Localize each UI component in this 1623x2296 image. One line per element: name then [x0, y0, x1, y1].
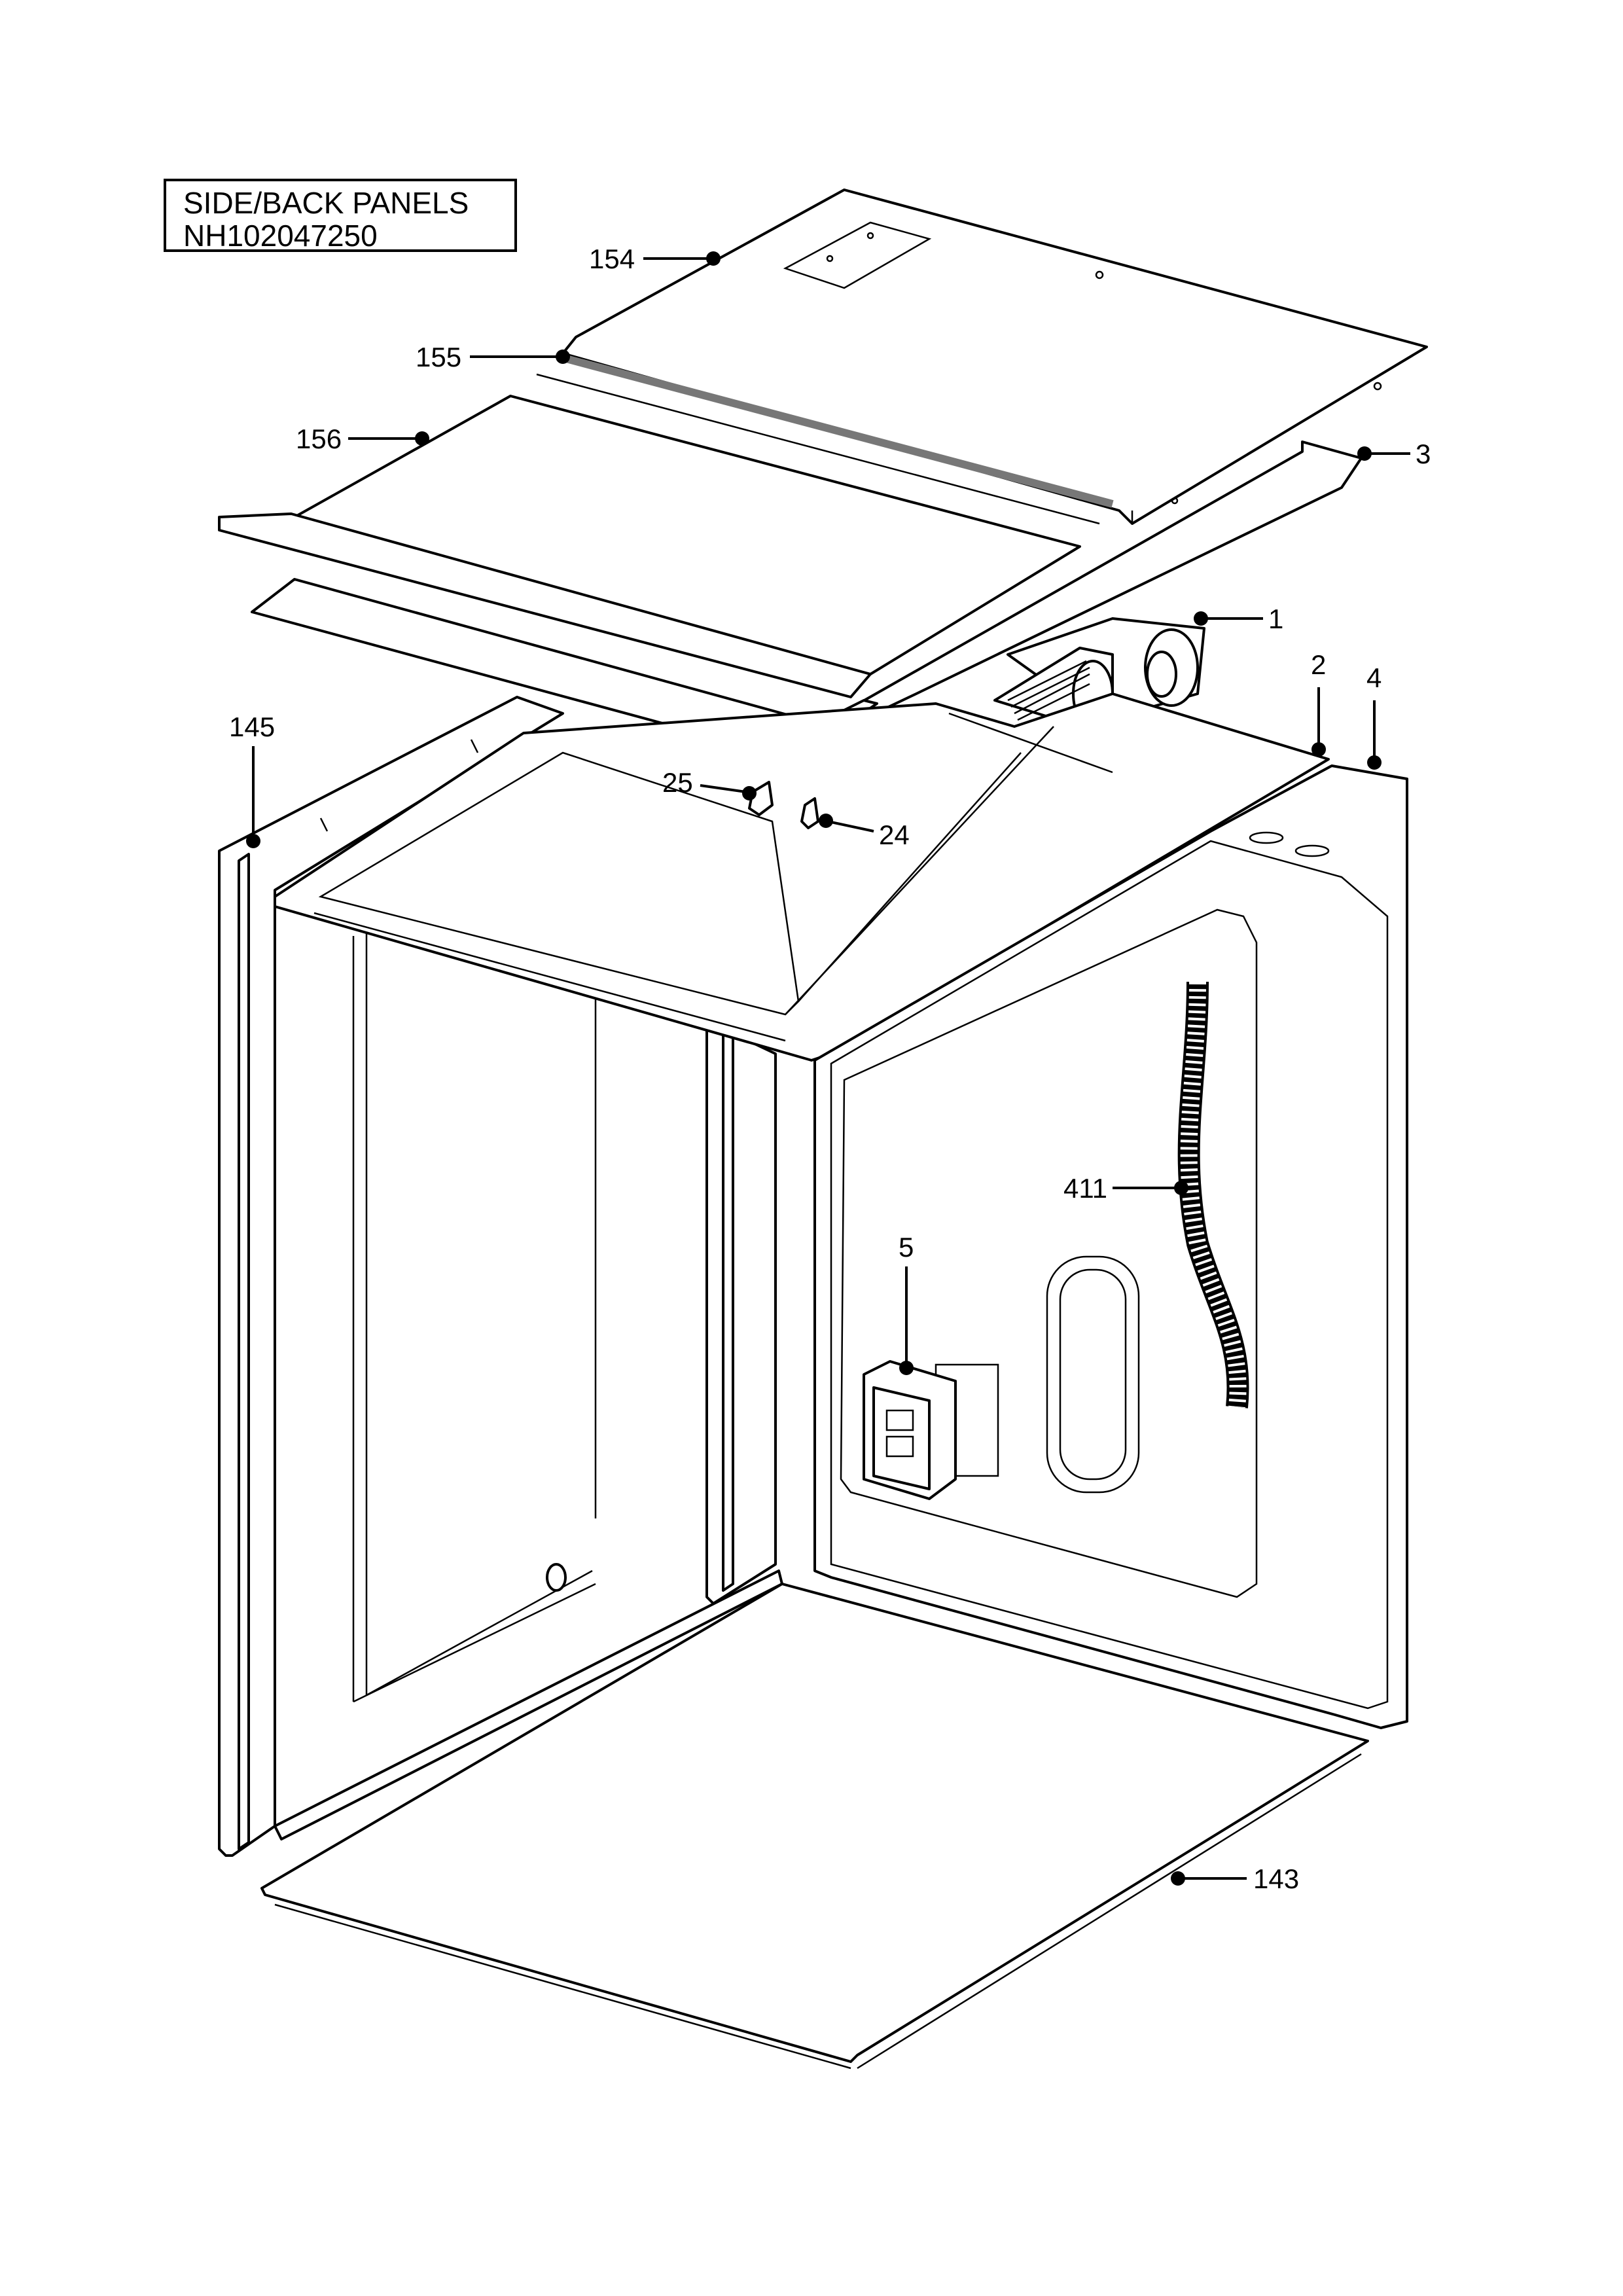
clip-24: [800, 797, 819, 829]
callout-2: 2: [1311, 649, 1326, 680]
seal-strip: [536, 355, 1114, 525]
front-top-panel: [218, 395, 1081, 761]
diagram-title: SIDE/BACK PANELS: [183, 186, 469, 220]
blower-assembly: [993, 617, 1205, 728]
callout-411: 411: [1063, 1173, 1107, 1204]
callout-24: 24: [879, 819, 910, 850]
callout-156: 156: [296, 423, 342, 454]
hose: [1177, 981, 1249, 1408]
callout-labels: 154 155 156 3 1 2 4 145 25 24 411 5 143: [229, 243, 1431, 1894]
callout-1: 1: [1268, 603, 1283, 634]
callout-145: 145: [229, 711, 275, 742]
diagram-title-box: SIDE/BACK PANELS NH102047250: [164, 179, 517, 252]
side-panel: [218, 696, 783, 1857]
base-panel: [260, 1583, 1369, 2070]
diagram-part-number: NH102047250: [183, 219, 378, 253]
callout-25: 25: [662, 767, 693, 798]
callout-leaders: [246, 251, 1410, 1886]
callout-3: 3: [1416, 439, 1431, 469]
terminal-block: [863, 1360, 957, 1500]
callout-154: 154: [589, 243, 635, 274]
clip-25: [748, 781, 774, 816]
callout-155: 155: [416, 342, 461, 372]
callout-5: 5: [899, 1232, 914, 1263]
back-panel: [813, 764, 1408, 1729]
callout-143: 143: [1253, 1863, 1299, 1894]
top-front-shroud: [274, 692, 1330, 1062]
callout-4: 4: [1366, 662, 1382, 693]
